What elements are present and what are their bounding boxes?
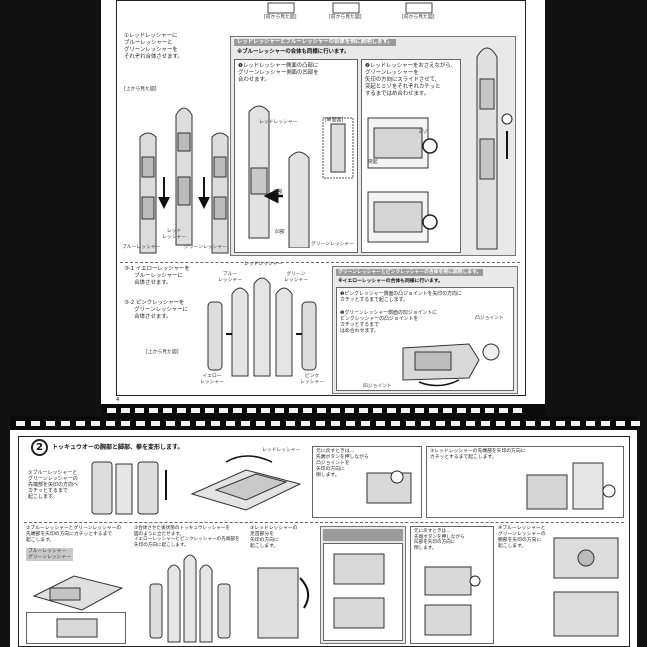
step1-assembled-figure (476, 47, 513, 250)
b-s7-panel (320, 526, 406, 644)
b-s4-note: ブルーレッシャー グリーンレッシャー (26, 548, 73, 561)
part-green-label: グリーンレッシャー (311, 242, 354, 247)
film-holes (101, 404, 545, 416)
b-s5-text: ②合体させた後状態のトッキュウレッシャーを 図のように立たせます。 イエローレッ… (134, 526, 240, 548)
step1-box-note: ※ブルーレッシャーの合体も同様に行います。 (237, 49, 350, 55)
step3-instruction-a: ③-1 イエローレッシャーを ブルーレッシャーに 合体させます。 (124, 266, 190, 286)
b-s4-figure (32, 575, 124, 611)
step3-five-trains-figure (207, 277, 317, 377)
bottom-film-strip (10, 416, 640, 430)
joint-concave-label: 凹ジョイント (363, 384, 392, 389)
bottom-row-divider (24, 522, 624, 523)
part-concave-label: 凹部 (275, 230, 285, 235)
part-protrusion-label: 突起 (368, 160, 378, 165)
label-green: グリーンレッシャー (184, 245, 227, 250)
b-s5-block: ②合体させた後状態のトッキュウレッシャーを 図のように立たせます。 イエローレッ… (134, 526, 246, 646)
step3-box-note: ※イエローレッシャーの合体も同様に行います。 (338, 279, 443, 284)
joint-convex-label: 凸ジョイント (475, 316, 504, 321)
s3-yellow-label: イエロー レッシャー (200, 374, 224, 385)
step1-sub2-figure (367, 117, 438, 243)
s3-blue-label: ブルー レッシャー (218, 272, 242, 283)
step1-box-title: レッドレッシャーとブルーレッシャーの合体を例に説明します。 (234, 39, 396, 46)
caption-1: [前から見た図] (264, 15, 297, 20)
b-s7-text: 元に戻すときは… 先端ボタンを押しながら 凹部を矢印の方向に 倒します。 (414, 529, 465, 551)
b-s6-figure (257, 567, 310, 639)
s3-green-label: グリーン レッシャー (284, 272, 308, 283)
bottom-title: トッキュウオーの腕部と脚部、拳を変形します。 (52, 444, 184, 451)
b-s4-inset-figure (56, 618, 98, 638)
b-s4-text: ①ブルーレッシャーとグリーンレッシャーの 先端部を矢印の方向にカチッとするまで … (26, 526, 122, 543)
step1-sub1-text: ❶レッドレッシャー側面の凸部に グリーンレッシャー側面の凹部を 合わせます。 (238, 63, 319, 83)
step3-joint-figure (402, 343, 500, 387)
b-s2-text: 元に戻すときは… 先端ボタンを押しながら 凸ジョイントを 矢印の方向に 倒します… (316, 449, 369, 478)
b-s3-panel: ③レッドレッシャーの先端部を矢印の方向に カチッとするまで起こします。 (426, 446, 624, 518)
b-s1-text: ①ブルーレッシャーと グリーンレッシャーの 先端部を矢印の方向へ カチッとするま… (28, 470, 79, 500)
step1-view-label: [上から見た図] (124, 87, 157, 92)
b-s5-figure (149, 554, 231, 643)
page-number: 4 (116, 397, 120, 403)
b-s9-block: ④ブルーレッシャーと グリーンレッシャーの 腕部を矢印の方向に 起こします。 (498, 526, 626, 646)
caption-3: [前から見た図] (402, 15, 435, 20)
part-red-label: レッドレッシャー (259, 120, 298, 125)
part-section-label: [断面図] (325, 118, 344, 123)
step1-instruction: ①レッドレッシャーに ブルーレッシャーと グリーンレッシャーを それぞれ合体させ… (124, 33, 183, 60)
b-s4-inset (26, 612, 126, 644)
b-s6-text: ③レッドレッシャーの 足首部分を 矢印の方向に 起こします。 (250, 526, 298, 549)
step3-sub2-text: ❷グリーンレッシャー側面の凹ジョイントに ピンクレッシャーの凸ジョイントを カチ… (340, 310, 438, 334)
b-s8-text: ④ブルーレッシャーと グリーンレッシャーの 腕部を矢印の方向に 起こします。 (498, 526, 546, 549)
top-film-strip (101, 404, 545, 416)
step1-sub1-figure (248, 105, 354, 248)
label-red: レッド レッシャー (162, 229, 186, 240)
step1-three-trains-figure (139, 107, 229, 254)
b-s2-figure (366, 470, 412, 504)
b-s7-header (323, 529, 403, 541)
b-s7b-figure (424, 566, 481, 636)
b-s7-inner (323, 543, 403, 641)
b-s4-block: ①ブルーレッシャーとグリーンレッシャーの 先端部を矢印の方向にカチッとするまで … (26, 526, 130, 646)
step3-detail-box: グリーンレッシャーとピンクレッシャーの合体を例に説明します。 ※イエローレッシャ… (332, 266, 518, 394)
step1-sub2-panel: ❷レッドレッシャーをおさえながら、 グリーンレッシャーを 矢印の方向にスライドさ… (361, 59, 461, 253)
step3-sub1-text: ❶ピンクレッシャー側面の凸ジョイントを矢印の方向に カチッとするまで起こします。 (340, 291, 462, 303)
top-page-frame (116, 0, 526, 396)
b-s2-panel: 元に戻すときは… 先端ボタンを押しながら 凸ジョイントを 矢印の方向に 倒します… (312, 446, 422, 518)
step3-left: ③-1 イエローレッシャーを ブルーレッシャーに 合体させます。 ③-2 ピンク… (122, 262, 332, 392)
step3-instruction-b: ③-2 ピンクレッシャーを グリーンレッシャーに 合体させます。 (124, 300, 188, 320)
label-blue: ブルーレッシャー (122, 245, 161, 250)
s3-pink-label: ピンク レッシャー (300, 374, 324, 385)
b-s1b-figure (190, 455, 302, 511)
step-divider (120, 262, 520, 263)
train-front-figures (267, 2, 433, 14)
step1-detail-box: レッドレッシャーとブルーレッシャーの合体を例に説明します。 ※ブルーレッシャーの… (230, 36, 516, 256)
b-s3-figure (526, 462, 616, 510)
step-number-badge: 2 (31, 439, 48, 456)
top-caption-row: [前から見た図] [前から見た図] [前から見た図] (258, 2, 458, 24)
caption-2: [前から見た図] (329, 15, 362, 20)
b-s8-figure (553, 537, 619, 637)
b-s1-note: レッドレッシャー (262, 448, 301, 453)
step1-sub2-text: ❷レッドレッシャーをおさえながら、 グリーンレッシャーを 矢印の方向にスライドさ… (365, 63, 457, 97)
step1-sub1-panel: ❶レッドレッシャー側面の凸部に グリーンレッシャー側面の凹部を 合わせます。 レ… (234, 59, 358, 253)
b-s3-text: ③レッドレッシャーの先端部を矢印の方向に カチッとするまで起こします。 (430, 449, 526, 460)
b-s1-figure (91, 461, 167, 515)
step1-left: ①レッドレッシャーに ブルーレッシャーと グリーンレッシャーを それぞれ合体させ… (122, 33, 232, 255)
part-groove-label: ミゾ (418, 130, 428, 135)
b-s6-block: ③レッドレッシャーの 足首部分を 矢印の方向に 起こします。 (250, 526, 316, 646)
step3-sub-panel: ❶ピンクレッシャー側面の凸ジョイントを矢印の方向に カチッとするまで起こします。… (336, 287, 514, 391)
step3-view-label: [上から見た図] (146, 350, 179, 355)
b-s8-panel: 元に戻すときは… 先端ボタンを押しながら 凹部を矢印の方向に 倒します。 (410, 526, 494, 644)
b-s7-figure (333, 553, 385, 629)
film-holes-bottom (10, 416, 640, 430)
s3-red-label: レッドレッシャー (244, 262, 283, 267)
step3-box-title: グリーンレッシャーとピンクレッシャーの合体を例に説明します。 (336, 269, 484, 276)
part-convex-label: 凸部 (273, 190, 283, 195)
